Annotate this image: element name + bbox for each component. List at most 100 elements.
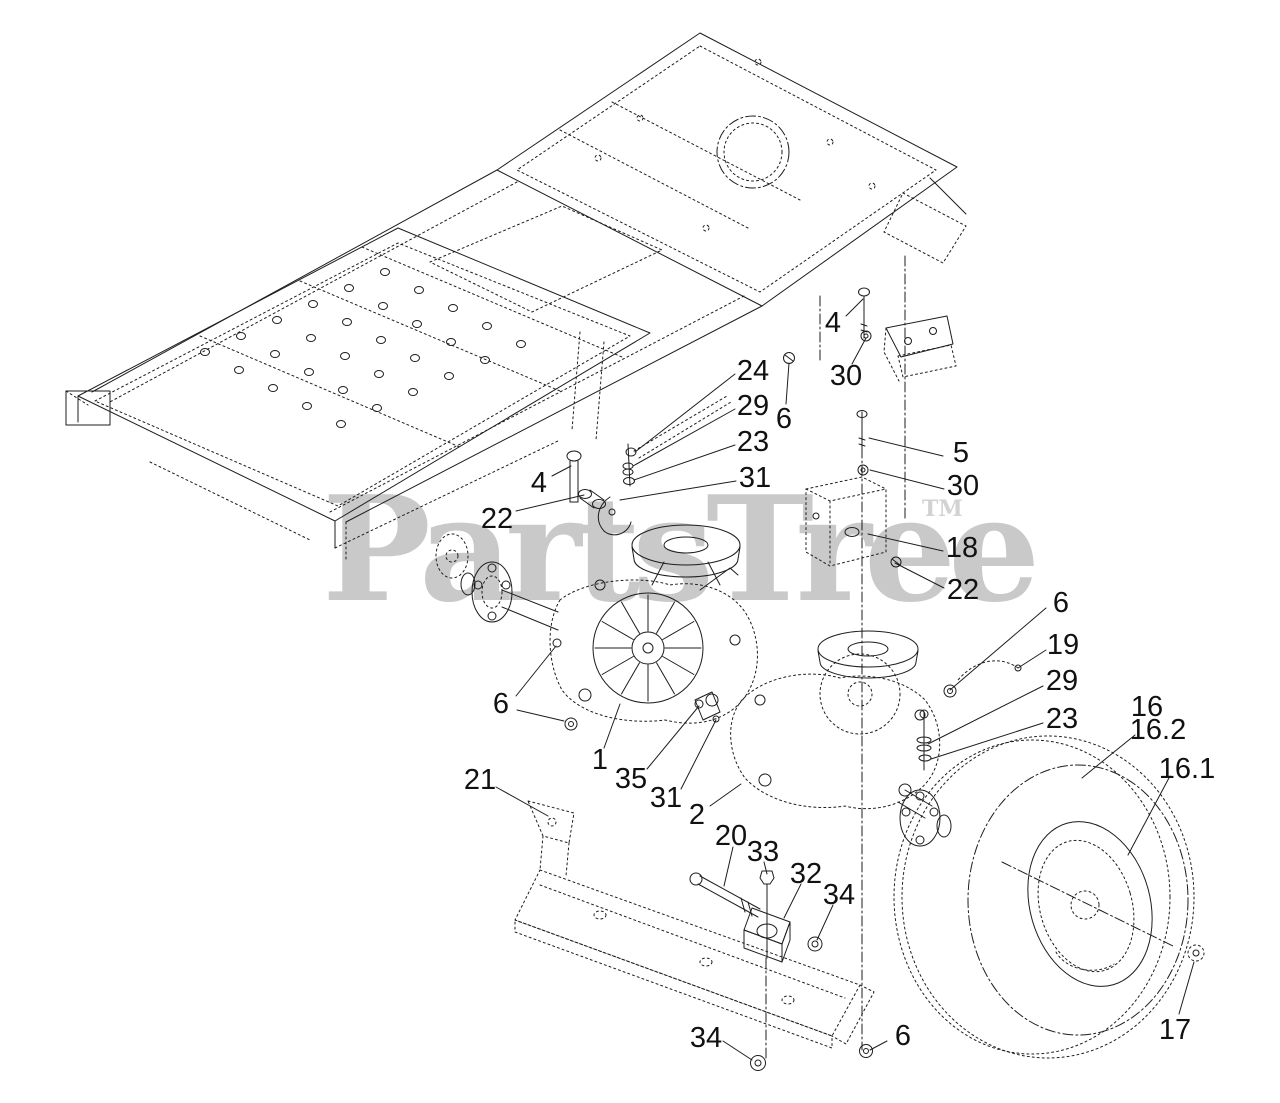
pan-hole: [412, 320, 422, 328]
leader-line: [495, 786, 549, 817]
leader-line: [516, 709, 565, 722]
leader-line: [680, 719, 717, 790]
fan-spoke: [656, 601, 675, 634]
pan-hole: [378, 302, 388, 310]
fan-spokes: [594, 594, 702, 702]
callout-24: 24: [737, 355, 769, 387]
callout-16.2: 16.2: [1130, 714, 1186, 746]
leader-line: [816, 904, 834, 941]
callout-6: 6: [776, 403, 792, 435]
fan-spoke: [656, 662, 675, 695]
callout-34: 34: [690, 1022, 722, 1054]
pan-hole: [340, 352, 350, 360]
watermark-tm-mark: TM: [922, 496, 963, 522]
fan-spoke: [621, 601, 640, 634]
pan-hole: [200, 348, 210, 356]
upper-hardware: [566, 255, 906, 1051]
leader-line: [869, 1040, 888, 1051]
watermark: PartsTree: [322, 465, 1040, 635]
floor-pan-holes: [200, 268, 526, 428]
leader-line: [845, 298, 864, 317]
leader-line: [1127, 775, 1171, 856]
leader-line: [763, 861, 768, 875]
transaxle-left: [435, 524, 758, 731]
callout-22: 22: [481, 503, 513, 535]
mount-bracket-21: [514, 800, 875, 1059]
callout-18: 18: [946, 532, 978, 564]
callout-1: 1: [592, 744, 608, 776]
leader-line: [930, 722, 1044, 760]
leader-line: [783, 883, 802, 919]
leader-line: [851, 337, 867, 365]
pan-hole: [344, 284, 354, 292]
callout-17: 17: [1159, 1014, 1191, 1046]
pan-hole: [448, 304, 458, 312]
callout-6: 6: [895, 1020, 911, 1052]
callout-22: 22: [947, 574, 979, 606]
callout-32: 32: [790, 858, 822, 890]
fan-spoke: [662, 656, 695, 675]
leader-line: [867, 533, 944, 552]
pan-hole: [482, 322, 492, 330]
pan-hole: [338, 386, 348, 394]
pan-hole: [446, 338, 456, 346]
callout-19: 19: [1047, 629, 1079, 661]
leader-line: [1017, 649, 1047, 669]
pan-hole: [308, 300, 318, 308]
pan-hole: [342, 318, 352, 326]
callout-34: 34: [823, 879, 855, 911]
callout-30: 30: [947, 470, 979, 502]
leader-line: [634, 373, 736, 453]
pan-hole: [414, 286, 424, 294]
pan-hole: [272, 316, 282, 324]
pan-hole: [234, 366, 244, 374]
leader-line: [785, 362, 790, 405]
callout-29: 29: [737, 390, 769, 422]
pan-hole: [376, 336, 386, 344]
leader-line: [709, 783, 742, 807]
leader-line: [619, 480, 737, 501]
transaxle-right: [694, 630, 1022, 847]
leader-line: [868, 437, 944, 457]
callout-5: 5: [953, 437, 969, 469]
pan-hole: [372, 404, 382, 412]
pan-hole: [304, 368, 314, 376]
leader-line: [722, 1040, 753, 1061]
pan-hole: [444, 372, 454, 380]
leader-line: [1081, 734, 1136, 779]
pan-hole: [410, 354, 420, 362]
callout-21: 21: [464, 764, 496, 796]
pan-hole: [306, 334, 316, 342]
callout-2: 2: [689, 799, 705, 831]
callout-33: 33: [747, 836, 779, 868]
callout-30: 30: [830, 360, 862, 392]
frame-assembly: [65, 32, 967, 561]
callout-4: 4: [531, 467, 547, 499]
leader-line: [949, 607, 1047, 691]
callout-31: 31: [739, 462, 771, 494]
callout-6: 6: [493, 688, 509, 720]
fan-spoke: [621, 662, 640, 695]
leader-line: [723, 846, 734, 887]
callout-4: 4: [825, 307, 841, 339]
rear-tire: [893, 735, 1205, 1059]
pan-hole: [302, 402, 312, 410]
leader-line: [646, 705, 700, 770]
leader-line: [515, 645, 557, 697]
pan-hole: [270, 350, 280, 358]
pan-hole: [516, 340, 526, 348]
callout-31: 31: [650, 782, 682, 814]
callout-16: 16: [1131, 691, 1163, 723]
callout-23: 23: [1046, 703, 1078, 735]
leader-line: [894, 562, 945, 589]
leader-line: [603, 703, 621, 749]
callout-23: 23: [737, 426, 769, 458]
callout-16.1: 16.1: [1159, 753, 1215, 785]
pan-hole: [336, 420, 346, 428]
leader-line: [551, 465, 572, 477]
pan-hole: [408, 388, 418, 396]
mount-hardware: [689, 870, 873, 1071]
